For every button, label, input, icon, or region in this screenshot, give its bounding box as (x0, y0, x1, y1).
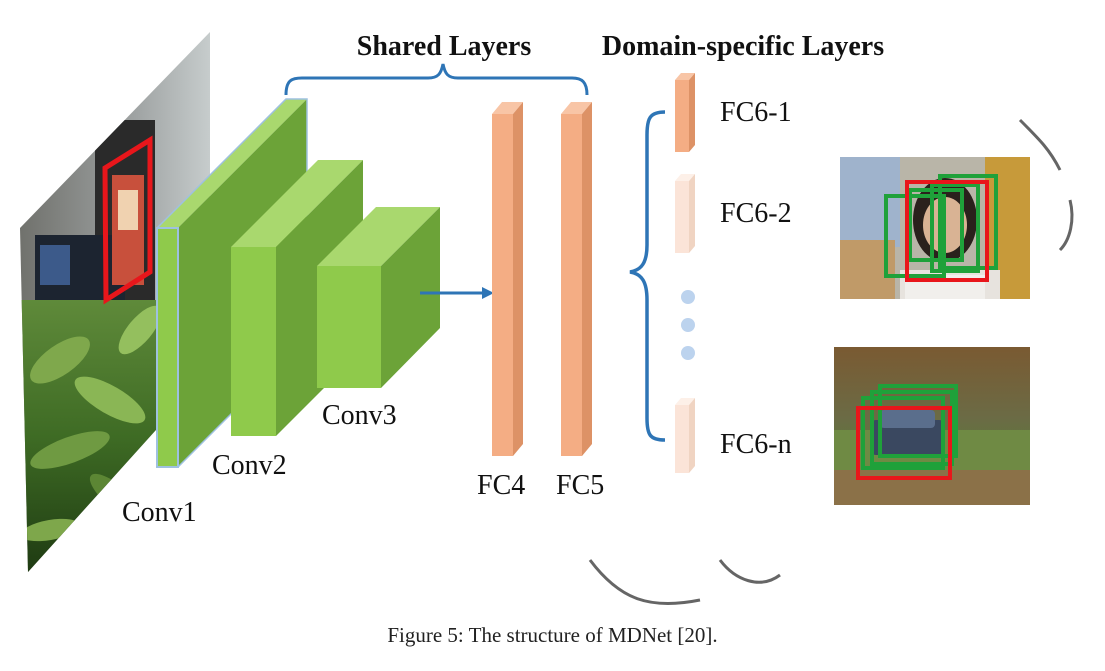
fc6-1-bar (675, 73, 695, 152)
ellipsis-dots (681, 290, 695, 360)
fc4-bar (492, 102, 523, 456)
conv3-block (317, 207, 440, 388)
input-target-box (102, 135, 153, 305)
fc4-label: FC4 (477, 470, 525, 501)
fc6-2-bar (675, 174, 695, 253)
fc6-n-label: FC6-n (720, 429, 792, 460)
fc5-label: FC5 (556, 470, 604, 501)
watermark-strokes (588, 118, 1074, 606)
flow-arrow (420, 287, 494, 299)
shared-layers-label: Shared Layers (357, 31, 532, 62)
figure-caption: Figure 5: The structure of MDNet [20]. (387, 623, 718, 647)
domain-specific-layers-label: Domain-specific Layers (602, 31, 884, 62)
fc5-bar (561, 102, 592, 456)
conv1-label: Conv1 (122, 497, 197, 528)
conv2-label: Conv2 (212, 450, 287, 481)
shared-layers-brace (284, 63, 589, 96)
conv3-label: Conv3 (322, 400, 397, 431)
face-tracking-image (840, 157, 1030, 299)
fc6-1-label: FC6-1 (720, 97, 792, 128)
fc6-2-label: FC6-2 (720, 198, 792, 229)
domain-specific-brace (629, 110, 666, 442)
car-tracking-image (834, 347, 1030, 505)
fc6-n-bar (675, 398, 695, 473)
